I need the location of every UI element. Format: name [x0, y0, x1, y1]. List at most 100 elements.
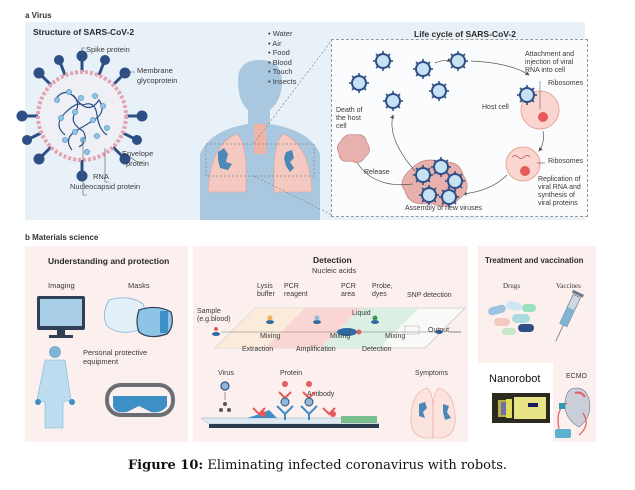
output-label: Output	[428, 327, 450, 334]
understanding-title: Understanding and protection	[48, 256, 170, 266]
arrow	[434, 57, 452, 64]
virus-particle	[220, 381, 230, 391]
transmission-routes-list: • Water • Air • Food • Blood • Touch • I…	[268, 29, 296, 86]
virus-structure-illustration	[16, 47, 148, 196]
dead-host-cell	[337, 134, 370, 163]
stage-detection: Detection	[362, 346, 392, 353]
lateral-flow-assay	[200, 381, 456, 439]
snp-detection-label: SNP detection	[407, 292, 452, 299]
leader-lines	[81, 47, 143, 196]
mixing-label-1: Mixing	[260, 333, 281, 340]
replication-label: Replication of viral RNA and synthesis o…	[538, 176, 581, 208]
host-cell-nucleus	[538, 112, 548, 122]
infection-spots	[218, 148, 294, 172]
route-item: • Water	[268, 29, 293, 38]
nucleic-acids-label: Nucleic acids	[312, 266, 357, 275]
right-lung	[273, 133, 313, 193]
route-item: • Blood	[268, 57, 292, 67]
syringe-icon	[555, 289, 585, 342]
pills-icon	[488, 301, 536, 335]
protein-label: Protein	[280, 370, 303, 377]
nanorobot-image	[492, 393, 550, 423]
droplets	[219, 402, 231, 412]
arrow	[390, 114, 416, 172]
lysis-buffer-label: Lysis buffer	[257, 283, 275, 299]
monitor-icon	[37, 296, 85, 338]
snp-area	[404, 325, 420, 335]
masks-icon	[104, 297, 173, 338]
ppe-gown-icon	[35, 346, 75, 429]
label-rna: RNA	[93, 172, 109, 181]
antibody-tags	[260, 381, 336, 417]
sample-label: Sample (e.g.blood)	[197, 308, 231, 324]
pcr-reagent-label: PCR reagent	[284, 283, 308, 299]
label-spike-protein: Spike protein	[86, 45, 130, 54]
label-envelope-protein: protein	[126, 159, 149, 168]
trachea	[254, 124, 266, 154]
route-item: • Touch	[268, 67, 293, 76]
stage-amplification: Amplification	[296, 346, 336, 353]
label-envelope: Envelope	[122, 149, 154, 158]
stage-extraction: Extraction	[242, 346, 274, 353]
route-item: • Food	[268, 48, 290, 57]
detection-zone	[321, 308, 419, 348]
control-line	[341, 416, 377, 423]
probe-dyes-label: Probe, dyes	[372, 283, 393, 299]
reagent-wells	[212, 315, 443, 336]
masks-label: Masks	[128, 281, 150, 290]
detection-title: Detection	[313, 255, 352, 265]
pump-icon	[555, 429, 571, 438]
mixing-label-2: Mixing	[330, 333, 351, 340]
host-cell-label: Host cell	[482, 104, 509, 111]
heart-icon	[564, 387, 591, 428]
ecmo-illustration	[555, 387, 591, 438]
release-label: Release	[364, 169, 390, 176]
antibodies	[252, 391, 336, 416]
death-label: Death of the host cell	[336, 107, 363, 131]
zoom-connector-lines	[253, 39, 333, 216]
figure-number: Figure 10:	[127, 458, 204, 473]
attachment-label: Attachment and injection of viral RNA in…	[525, 51, 575, 75]
treatment-title: Treatment and vaccination	[485, 256, 584, 265]
microfluidic-chip	[212, 307, 466, 349]
nanorobot-label: Nanorobot	[489, 373, 541, 385]
ribosomes-top-label: Ribosomes	[548, 80, 584, 87]
zoom-box	[205, 143, 315, 177]
symptom-lungs	[410, 387, 456, 439]
ppe-label-1: Personal protective	[83, 348, 148, 357]
ribosomes-bottom-label: Ribosomes	[548, 158, 584, 165]
section-b-label: b Materials science	[25, 233, 99, 242]
amplification-zone	[265, 308, 361, 348]
arrow	[462, 174, 508, 196]
caption-text: Eliminating infected coronavirus with ro…	[203, 458, 508, 473]
assembly-label: Assembly of new viruses	[405, 205, 483, 212]
extraction-zone	[215, 308, 305, 348]
virus-label: Virus	[218, 370, 234, 377]
test-strip-backing	[209, 424, 379, 428]
pcr-area-label: PCR area	[341, 283, 356, 299]
life-cycle-illustration	[337, 50, 560, 208]
virus-spikes	[16, 50, 148, 182]
capture-antibodies	[276, 405, 318, 420]
imaging-label: Imaging	[48, 281, 75, 290]
free-virus-particles	[348, 50, 469, 112]
treatment-illustrations	[488, 289, 585, 342]
symptoms-label: Symptoms	[415, 370, 449, 377]
replication-cell	[505, 146, 541, 182]
life-cycle-title: Life cycle of SARS-CoV-2	[414, 29, 517, 39]
goggles-icon	[105, 383, 175, 417]
antibody-label: Antibody	[307, 391, 335, 398]
arrow	[470, 60, 530, 76]
arrow	[538, 130, 544, 152]
label-nucleocapsid: Nucleocapsid protein	[70, 182, 141, 191]
route-item: • Air	[268, 38, 282, 48]
human-body-illustration	[200, 60, 320, 220]
attaching-virus	[516, 84, 538, 106]
mixing-label-3: Mixing	[385, 333, 406, 340]
liquid-label: Liquid	[352, 310, 371, 317]
vaccines-label: Vaccines	[556, 282, 581, 290]
drugs-label: Drugs	[503, 282, 521, 290]
understanding-illustrations	[35, 296, 175, 429]
figure-caption: Figure 10: Eliminating infected coronavi…	[0, 458, 635, 473]
captured-viruses	[280, 397, 314, 407]
